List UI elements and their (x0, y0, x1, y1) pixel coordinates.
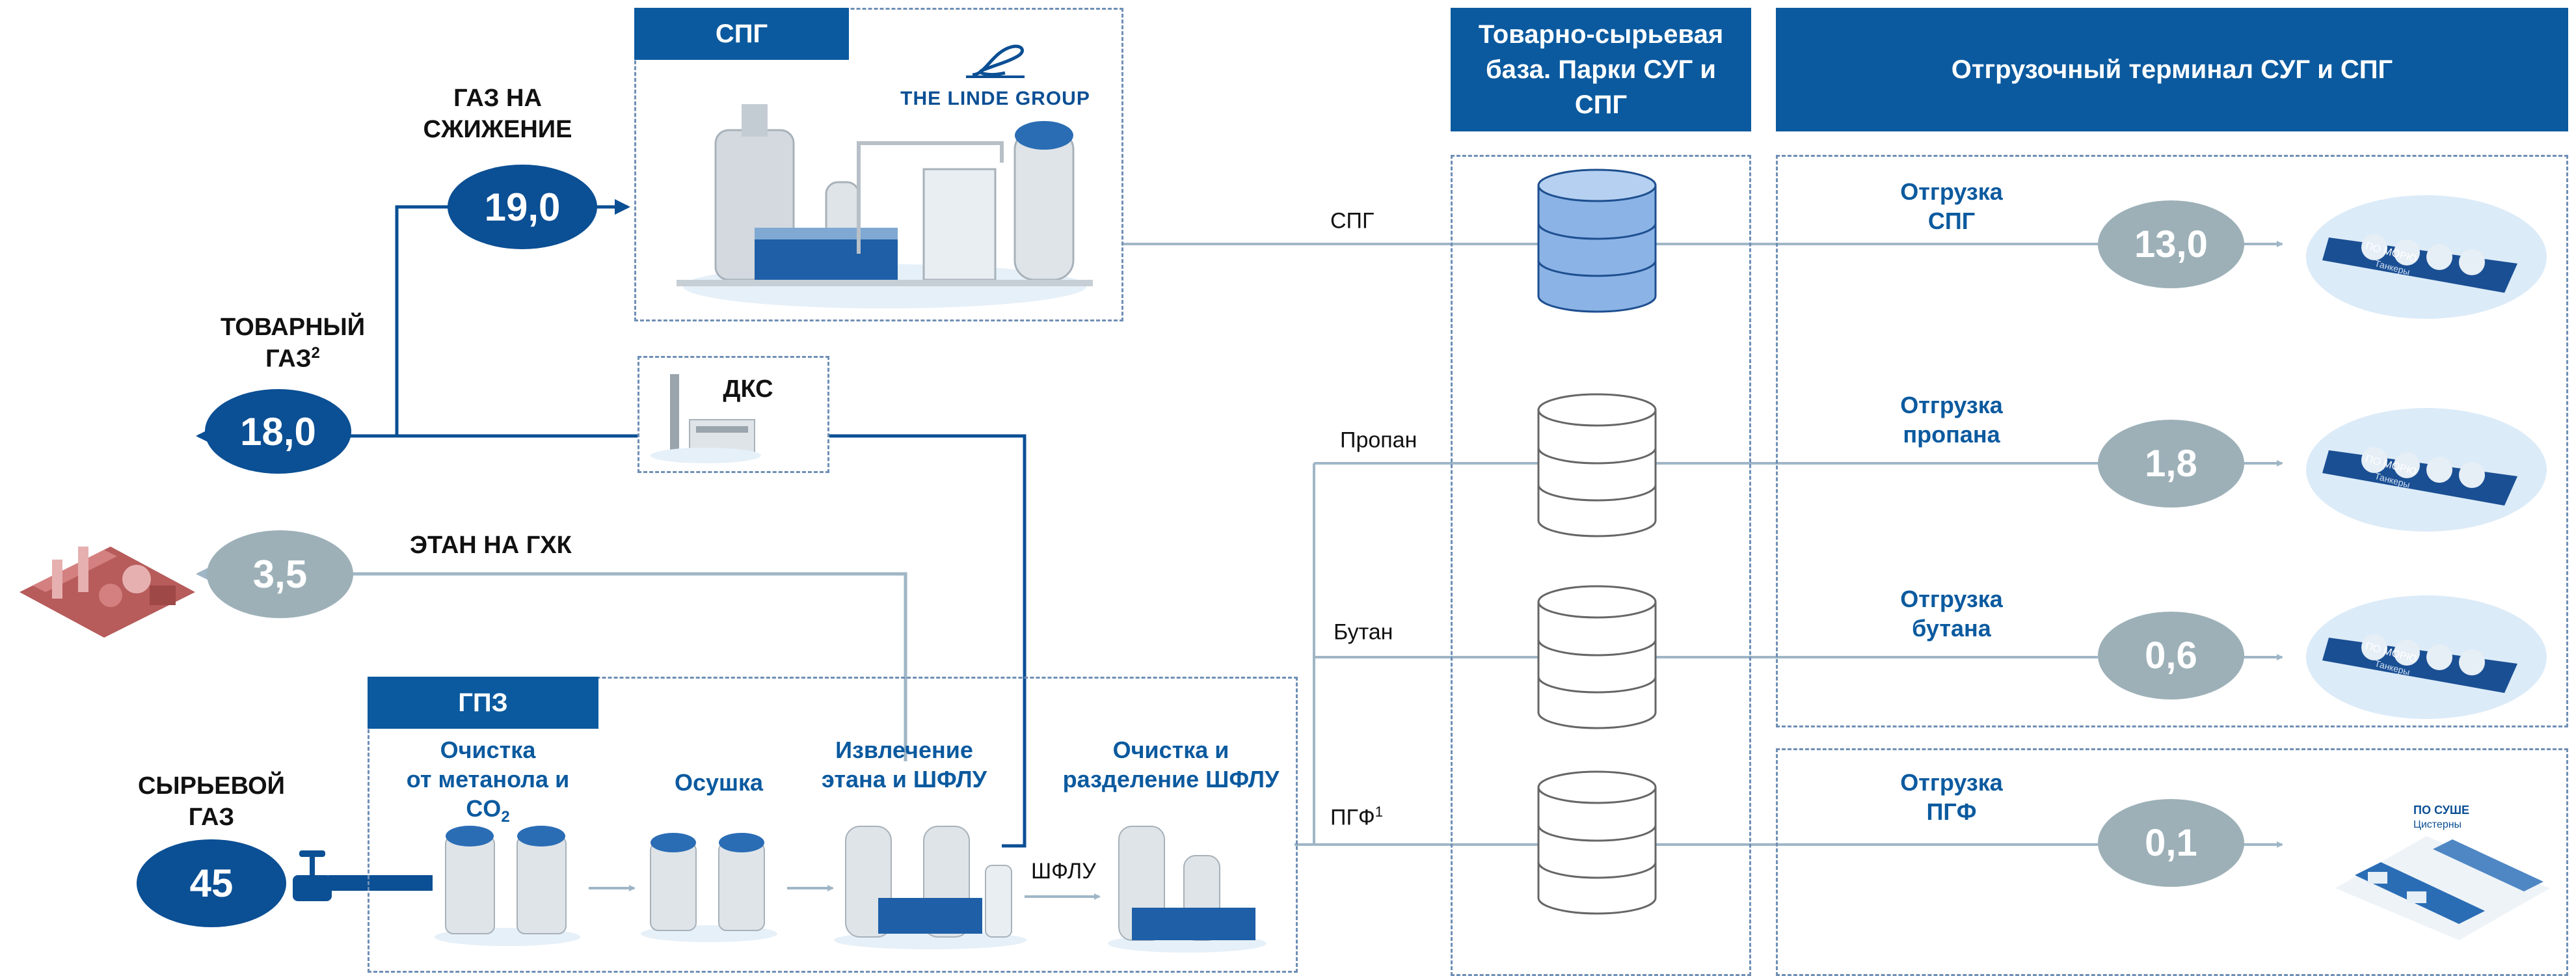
shipment-value-pgf: 0,1 (2098, 799, 2244, 887)
shipment-label-propane-line2: пропана (1903, 421, 2000, 448)
shipment-label-pgf-line1: Отгрузка (1900, 769, 2003, 796)
tanker-butane: ПО МОРЮ Танкеры (2303, 586, 2550, 722)
step-methanol-line1: Очистка (440, 737, 536, 763)
product-label-pgf-text: ПГФ (1330, 805, 1375, 830)
step-separation-line1: Очистка и (1112, 737, 1229, 763)
step-drying-label: Осушка (674, 769, 764, 796)
linde-logo: THE LINDE GROUP (894, 39, 1096, 111)
butane-storage-tank-icon (1537, 585, 1657, 729)
product-label-propane: Пропан (1340, 426, 1417, 453)
shipment-label-lng: Отгрузка СПГ (1880, 177, 2023, 236)
methanol-unit-illustration (435, 826, 580, 946)
ethane-label: ЭТАН НА ГХК (410, 532, 572, 559)
shipment-label-butane-line1: Отгрузка (1900, 586, 2003, 612)
step-extraction-label: Извлечение этана и ШФЛУ (807, 735, 1002, 794)
shipment-label-lng-line2: СПГ (1927, 208, 1976, 234)
ethane-value: 3,5 (207, 530, 353, 618)
commercial-gas-label-text: ТОВАРНЫЙ ГАЗ (220, 314, 366, 373)
product-label-butane: Бутан (1334, 618, 1393, 645)
product-label-lng-text: СПГ (1330, 208, 1375, 234)
gpz-box (368, 677, 1298, 973)
shipment-value-lng: 13,0 (2098, 200, 2244, 288)
dks-box (637, 356, 829, 473)
lng-plant-illustration (677, 104, 1093, 308)
raw-gas-pipe (329, 875, 433, 891)
chemical-complex-illustration (20, 547, 195, 638)
liquefaction-label: ГАЗ НА СЖИЖЕНИЕ (423, 85, 572, 143)
product-label-pgf-sup: 1 (1375, 804, 1383, 820)
rail-tanker-sublabel: Цистерны (2413, 819, 2462, 830)
step-methanol-line2: от метанола и CO2 (384, 765, 592, 827)
commercial-gas-label-sup: 2 (311, 344, 320, 362)
step-separation-line2: разделение ШФЛУ (1062, 766, 1280, 793)
gas-to-dks-line (829, 434, 1026, 848)
step-methanol-label: Очистка от метанола и CO2 (384, 735, 592, 827)
rail-tanker-pgf: ПО СУШЕ Цистерны (2329, 778, 2556, 940)
terminal-land-box (1776, 748, 2568, 976)
dks-label: ДКС (723, 375, 773, 403)
ethane-line (196, 567, 907, 761)
tanker-icon (2306, 408, 2547, 532)
commercial-gas-label: ТОВАРНЫЙ ГАЗ2 (195, 312, 390, 375)
rail-tanker-label: ПО СУШЕ (2413, 804, 2469, 817)
gpz-tab: ГПЗ (368, 677, 598, 729)
shipment-label-lng-line1: Отгрузка (1900, 178, 2003, 205)
shipment-label-butane: Отгрузка бутана (1880, 584, 2023, 643)
raw-gas-label: СЫРЬЕВОЙ ГАЗ (137, 772, 285, 831)
step-separation-label: Очистка и разделение ШФЛУ (1051, 735, 1291, 794)
shipment-value-butane: 0,6 (2098, 612, 2244, 699)
rail-tank-car-icon (2335, 836, 2550, 940)
propane-storage-tank-icon (1537, 393, 1657, 537)
shipment-label-pgf: Отгрузка ПГФ (1880, 768, 2023, 826)
lng-storage-tank-icon (1537, 169, 1657, 313)
shipment-label-pgf-line2: ПГФ (1926, 798, 1977, 825)
valve-icon (293, 850, 332, 901)
storage-header: Товарно-сырьевая база. Парки СУГ и СПГ (1451, 8, 1751, 131)
extraction-unit-illustration (834, 826, 1026, 949)
tanker-lng: ПО МОРЮ Танкеры (2303, 185, 2550, 322)
lng-tab: СПГ (634, 8, 849, 60)
tanker-icon (2306, 195, 2547, 319)
tanker-propane: ПО МОРЮ Танкеры (2303, 398, 2550, 535)
shflu-arrow-label: ШФЛУ (1031, 859, 1096, 884)
lng-plant-box (634, 8, 1123, 321)
shipment-value-propane: 1,8 (2098, 420, 2244, 508)
shipment-label-propane: Отгрузка пропана (1880, 390, 2023, 449)
step-extraction-line2: этана и ШФЛУ (821, 766, 987, 793)
product-label-butane-text: Бутан (1334, 619, 1393, 645)
separation-unit-illustration (1108, 826, 1267, 953)
step-methanol-line2-text: от метанола и CO (406, 766, 570, 822)
terminal-sea-box (1776, 155, 2568, 727)
raw-gas-value: 45 (137, 839, 286, 927)
drying-unit-illustration (641, 833, 777, 942)
step-extraction-line1: Извлечение (835, 737, 973, 763)
product-label-pgf: ПГФ1 (1330, 804, 1383, 830)
linde-logo-icon (966, 44, 1025, 78)
dks-illustration (651, 374, 761, 463)
terminal-header: Отгрузочный терминал СУГ и СПГ (1776, 8, 2568, 131)
commercial-gas-value: 18,0 (205, 389, 351, 474)
tanker-icon (2306, 595, 2547, 719)
liquefaction-value: 19,0 (448, 165, 597, 249)
product-label-propane-text: Пропан (1340, 427, 1417, 453)
shipment-label-butane-line2: бутана (1912, 615, 1991, 642)
step-methanol-co2-sub: 2 (501, 808, 510, 826)
pgf-storage-tank-icon (1537, 770, 1657, 915)
product-label-lng: СПГ (1330, 207, 1374, 234)
storage-box (1451, 155, 1751, 976)
linde-logo-text: THE LINDE GROUP (900, 88, 1090, 109)
shipment-label-propane-line1: Отгрузка (1900, 392, 2003, 418)
